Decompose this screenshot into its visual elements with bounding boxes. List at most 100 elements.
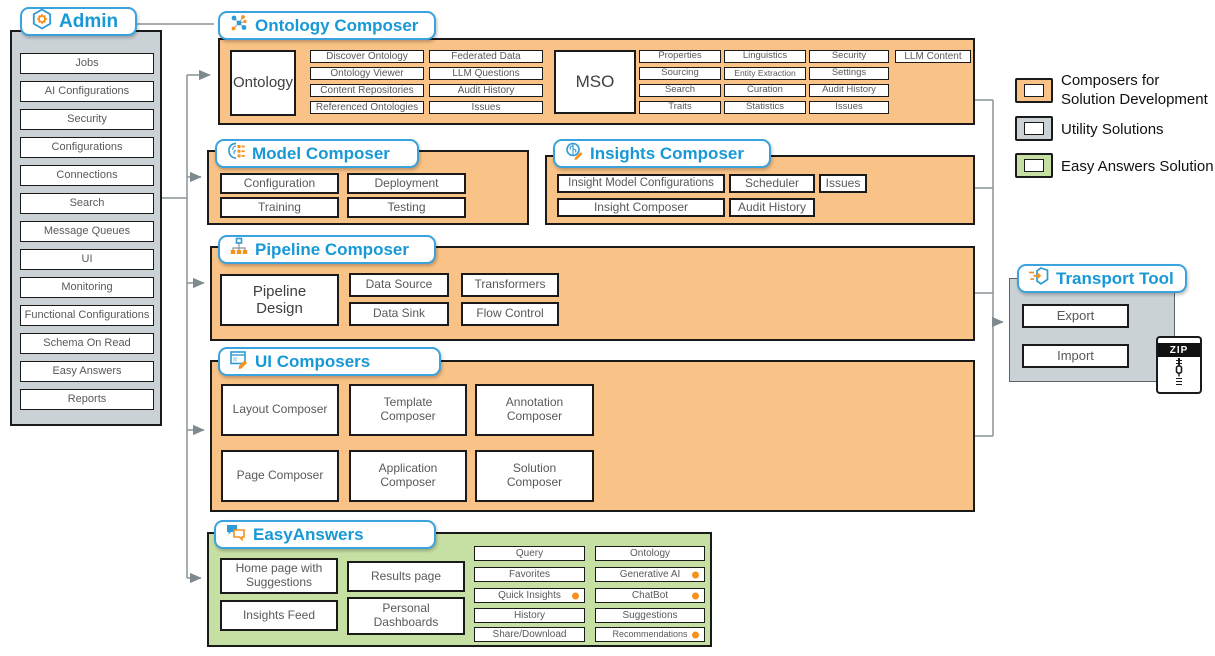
pipeline-composer-section: Pipeline Design Data Source Transformers… [210, 246, 975, 341]
easy-query-label: Query [515, 547, 544, 559]
mso-curation: Curation [724, 84, 806, 97]
legend-label-utility: Utility Solutions [1061, 121, 1164, 138]
ontology-discover-ontology: Discover Ontology [310, 50, 424, 63]
zipper-icon [1159, 358, 1199, 392]
ontology-main-box: Ontology [230, 50, 296, 116]
insights-brain-pencil-icon [564, 141, 584, 166]
legend-swatch-composers [1015, 78, 1053, 103]
model-composer-title: Model Composer [252, 143, 390, 163]
legend-swatch-inner [1024, 84, 1044, 97]
ui-composers-section: Layout Composer Template Composer Annota… [210, 360, 975, 512]
model-composer-title-tab: Model Composer [215, 139, 419, 168]
mso-statistics: Statistics [724, 101, 806, 114]
insights-audit-history: Audit History [729, 198, 815, 217]
insights-model-configurations: Insight Model Configurations [557, 174, 725, 193]
easy-favorites-label: Favorites [508, 568, 551, 580]
easy-ontology: Ontology [595, 546, 705, 561]
generative-ai-dot [692, 571, 699, 578]
easy-quick-insights: Quick Insights [474, 588, 585, 603]
model-brain-icon [226, 141, 246, 166]
zip-label: ZIP [1158, 343, 1200, 357]
chatbot-dot [692, 592, 699, 599]
model-training: Training [220, 197, 339, 218]
admin-item-ai-configurations: AI Configurations [20, 81, 154, 102]
insights-scheduler: Scheduler [729, 174, 815, 193]
easy-recommendations: Recommendations [595, 627, 705, 642]
transport-export: Export [1022, 304, 1129, 328]
model-testing: Testing [347, 197, 466, 218]
mso-security: Security [809, 50, 889, 63]
mso-entity-extraction: Entity Extraction [724, 67, 806, 80]
easy-chatbot: ChatBot [595, 588, 705, 603]
mso-box: MSO [554, 50, 636, 114]
pipeline-composer-title-tab: Pipeline Composer [218, 235, 436, 264]
llm-content-box: LLM Content [895, 50, 971, 63]
mso-sourcing: Sourcing [639, 67, 721, 80]
admin-item-easy-answers: Easy Answers [20, 361, 154, 382]
easy-ontology-label: Ontology [629, 547, 671, 559]
mso-audit-history: Audit History [809, 84, 889, 97]
admin-item-schema-on-read: Schema On Read [20, 333, 154, 354]
easy-share-download: Share/Download [474, 627, 585, 642]
pipeline-design-box: Pipeline Design [220, 274, 339, 326]
ontology-composer-title: Ontology Composer [255, 15, 419, 35]
mso-traits: Traits [639, 101, 721, 114]
legend-label-composers: Composers for Solution Development [1061, 72, 1208, 108]
easy-share-download-label: Share/Download [492, 628, 567, 640]
legend-swatch-inner [1024, 159, 1044, 172]
easy-home-page: Home page with Suggestions [220, 558, 338, 594]
easy-history: History [474, 608, 585, 623]
admin-item-reports: Reports [20, 389, 154, 410]
pipeline-transformers: Transformers [461, 273, 559, 297]
ontology-ontology-viewer: Ontology Viewer [310, 67, 424, 80]
mso-properties: Properties [639, 50, 721, 63]
ui-page-composer: Page Composer [221, 450, 339, 502]
mso-issues: Issues [809, 101, 889, 114]
transport-import: Import [1022, 344, 1129, 368]
ontology-llm-questions: LLM Questions [429, 67, 543, 80]
admin-title-tab: Admin [20, 7, 137, 36]
easy-favorites: Favorites [474, 567, 585, 582]
ui-template-composer: Template Composer [349, 384, 467, 436]
chat-bubbles-icon [225, 522, 247, 547]
legend-label-easy-answers: Easy Answers Solution [1061, 158, 1214, 175]
admin-item-monitoring: Monitoring [20, 277, 154, 298]
easy-suggestions-label: Suggestions [622, 609, 678, 621]
ontology-content-repositories: Content Repositories [310, 84, 424, 97]
mso-settings: Settings [809, 67, 889, 80]
easy-personal-dashboards: Personal Dashboards [347, 597, 465, 635]
pipeline-data-source: Data Source [349, 273, 449, 297]
ontology-network-icon [229, 13, 249, 38]
pipeline-data-sink: Data Sink [349, 302, 449, 326]
admin-item-jobs: Jobs [20, 53, 154, 74]
admin-item-configurations: Configurations [20, 137, 154, 158]
easyanswers-section: Home page with Suggestions Results page … [207, 532, 712, 647]
transport-box-icon [1028, 266, 1050, 291]
recommendations-dot [692, 631, 699, 638]
admin-item-functional-configurations: Functional Configurations [20, 305, 154, 326]
mso-linguistics: Linguistics [724, 50, 806, 63]
ontology-composer-title-tab: Ontology Composer [218, 11, 436, 40]
easyanswers-title-tab: EasyAnswers [214, 520, 436, 549]
ontology-issues: Issues [429, 101, 543, 114]
easy-generative-ai: Generative AI [595, 567, 705, 582]
easy-insights-feed: Insights Feed [220, 600, 338, 631]
ui-application-composer: Application Composer [349, 450, 467, 502]
legend-swatch-utility [1015, 116, 1053, 141]
insights-insight-composer: Insight Composer [557, 198, 725, 217]
legend-swatch-easy-answers [1015, 153, 1053, 178]
model-configuration: Configuration [220, 173, 339, 194]
ui-layout-composer: Layout Composer [221, 384, 339, 436]
easy-recommendations-label: Recommendations [612, 629, 688, 640]
insights-composer-title: Insights Composer [590, 143, 744, 163]
admin-item-connections: Connections [20, 165, 154, 186]
ui-composers-title: UI Composers [255, 351, 371, 371]
transport-tool-title-tab: Transport Tool [1017, 264, 1187, 293]
easy-history-label: History [513, 609, 546, 621]
easy-query: Query [474, 546, 585, 561]
admin-panel: Jobs AI Configurations Security Configur… [10, 30, 162, 426]
transport-tool-section: Export Import [1009, 278, 1175, 382]
admin-item-search: Search [20, 193, 154, 214]
easy-chatbot-label: ChatBot [631, 589, 669, 601]
